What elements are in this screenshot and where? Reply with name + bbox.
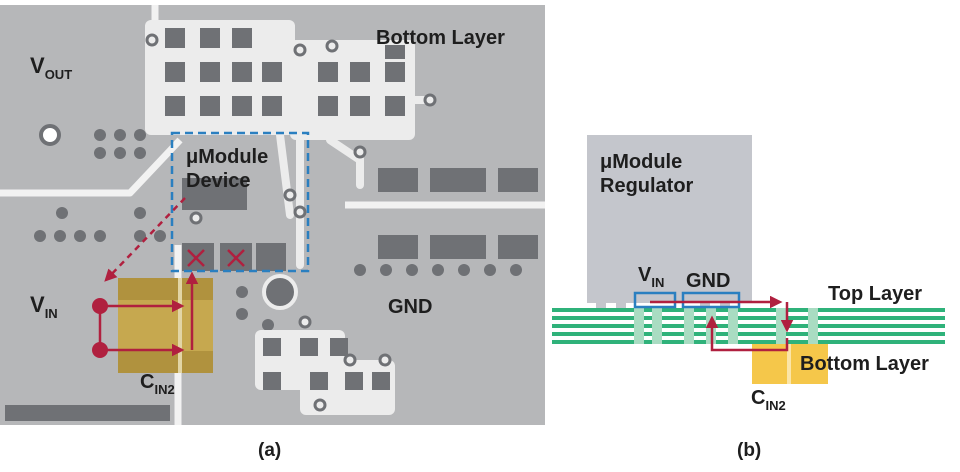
top-pads <box>165 28 405 116</box>
layer-current-loop <box>650 295 794 352</box>
caption-b: (b) <box>737 440 761 461</box>
label-regulator-1: μModule <box>600 151 682 173</box>
label-regulator-2: Regulator <box>600 175 694 197</box>
label-vin-a: VIN <box>30 292 58 321</box>
regulator-body <box>587 135 752 303</box>
label-module-device-1: μModule <box>186 146 268 168</box>
label-top-layer: Top Layer <box>828 283 922 305</box>
label-bottom-layer-a: Bottom Layer <box>376 27 505 49</box>
gnd-pin-outline <box>681 291 741 309</box>
label-module-device-2: Device <box>186 170 251 192</box>
bottom-component-pads <box>263 338 390 390</box>
panel-b: μModule Regulator VIN GND Top Layer Bott… <box>552 135 945 461</box>
x-markers <box>187 249 245 267</box>
regulator-leads <box>596 300 730 310</box>
label-gnd-a: GND <box>388 296 432 318</box>
large-via <box>262 274 298 310</box>
caption-a: (a) <box>258 440 281 461</box>
top-routing-traces <box>276 96 434 269</box>
center-vias <box>236 286 274 331</box>
panel-a: VOUT Bottom Layer μModule Device VIN GND… <box>0 5 545 461</box>
bottom-component-vias <box>298 315 392 412</box>
module-device-pads <box>182 178 286 271</box>
vin-via-array <box>34 207 166 242</box>
top-vias <box>145 33 437 219</box>
gnd-via-row <box>354 264 522 276</box>
module-outline <box>170 131 310 273</box>
label-bottom-layer-b: Bottom Layer <box>800 353 929 375</box>
vout-via <box>39 124 61 146</box>
input-current-loop <box>102 197 199 357</box>
cin2-capacitor <box>118 278 213 373</box>
vout-via-array <box>94 129 146 159</box>
label-cin2-b: CIN2 <box>751 387 786 413</box>
label-vout: VOUT <box>30 53 72 82</box>
bottom-copper-bar <box>5 405 170 421</box>
vin-pin-outline <box>633 291 677 309</box>
module-via <box>189 211 203 225</box>
label-vin-b: VIN <box>638 264 664 290</box>
pcb-stack <box>552 308 945 344</box>
label-cin2-a: CIN2 <box>140 371 175 397</box>
label-gnd-b: GND <box>686 270 730 292</box>
gnd-pads-top <box>378 168 538 259</box>
